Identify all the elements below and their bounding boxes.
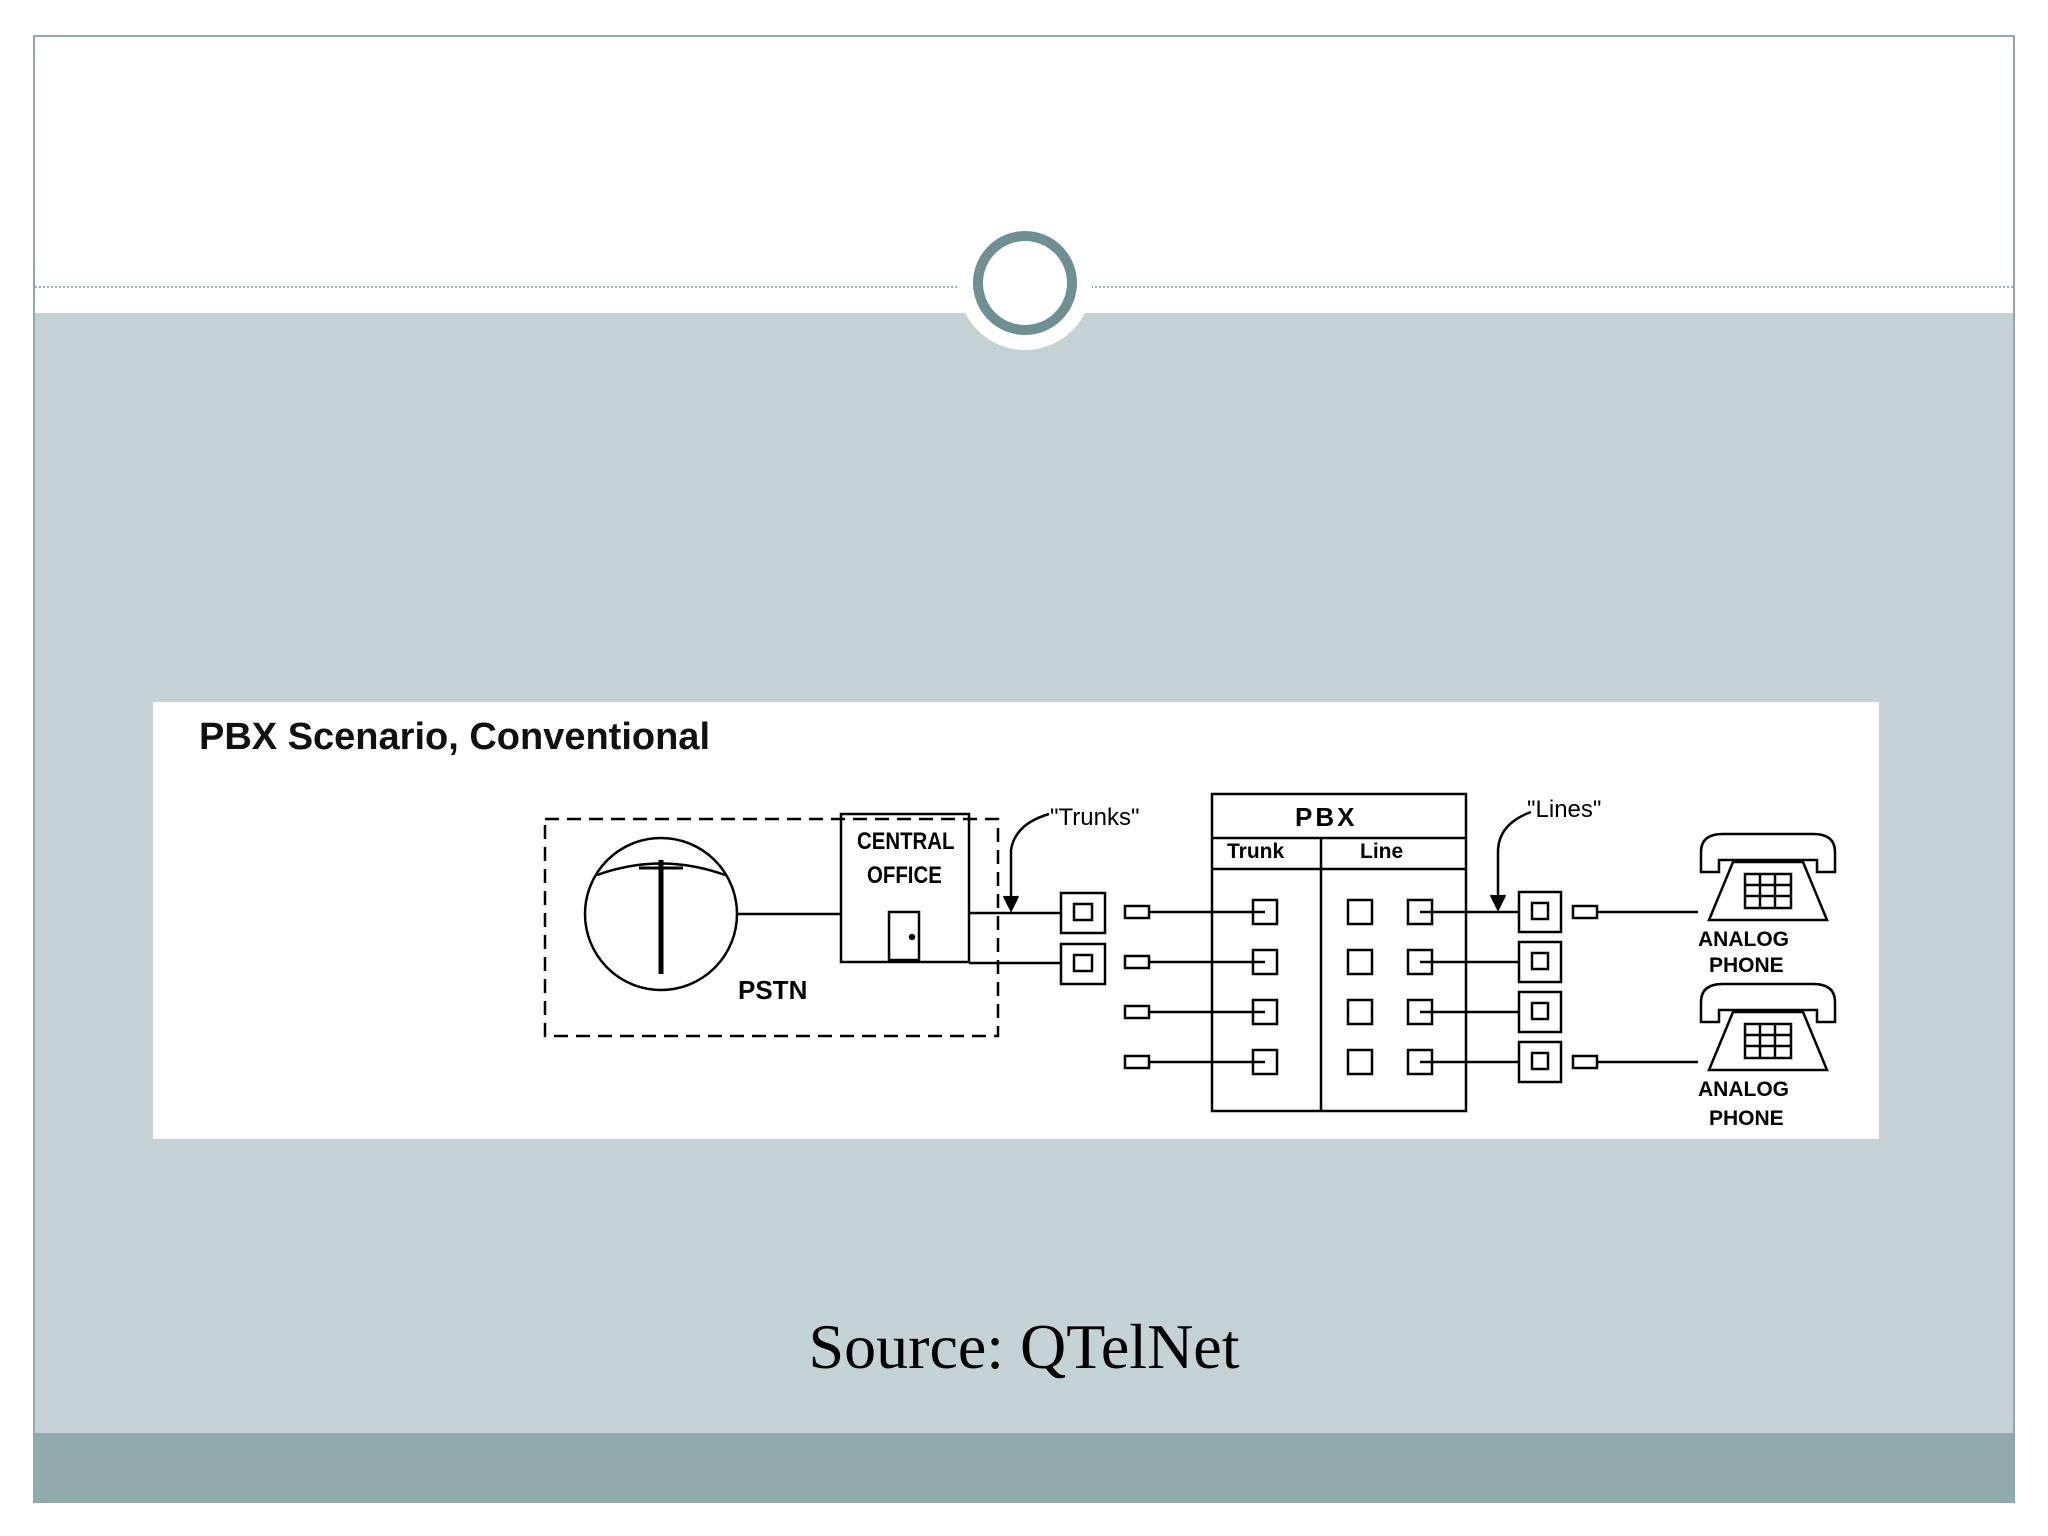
jack-icon bbox=[1059, 891, 1107, 986]
pbx-cabinet bbox=[1210, 792, 1468, 1113]
phone-icon bbox=[1699, 982, 1837, 1072]
analog-phone-1-label-line1: ANALOG bbox=[1698, 928, 1789, 951]
pbx-trunk-label: Trunk bbox=[1227, 840, 1285, 863]
pstn-label: PSTN bbox=[738, 975, 808, 1005]
plug-icon bbox=[1123, 904, 1151, 1070]
pbx-trunk-ports bbox=[1251, 898, 1279, 1076]
source-caption: Source: QTelNet bbox=[808, 1311, 1240, 1382]
slide-footer-band bbox=[35, 1433, 2013, 1501]
diagram-title: PBX Scenario, Conventional bbox=[199, 716, 710, 758]
central-office-label-line2: OFFICE bbox=[867, 862, 942, 889]
pstn-boundary bbox=[543, 817, 1000, 1038]
analog-phone-1-label-line2: PHONE bbox=[1709, 954, 1784, 977]
lines-label: "Lines" bbox=[1527, 796, 1602, 823]
lines-arrow bbox=[1496, 810, 1532, 905]
trunks-label: "Trunks" bbox=[1050, 804, 1140, 831]
pbx-diagram: PBX Scenario, Conventional bbox=[153, 702, 1879, 1139]
building-icon bbox=[839, 812, 971, 964]
jack-icon bbox=[1517, 890, 1563, 1084]
analog-phone-2-label-line2: PHONE bbox=[1709, 1107, 1784, 1130]
central-office-label-line1: CENTRAL bbox=[857, 828, 955, 855]
trunks-arrow bbox=[1009, 812, 1050, 906]
ring-icon bbox=[973, 231, 1077, 335]
pbx-line-ports bbox=[1346, 898, 1434, 1076]
phone-icon bbox=[1699, 832, 1837, 922]
pbx-line-label: Line bbox=[1360, 840, 1404, 863]
plug-icon bbox=[1571, 904, 1599, 1070]
pstn-globe-icon bbox=[583, 836, 739, 992]
analog-phone-2-label-line1: ANALOG bbox=[1698, 1078, 1789, 1101]
pbx-label: PBX bbox=[1295, 802, 1358, 832]
pbx-diagram-drawing bbox=[543, 792, 1837, 1113]
